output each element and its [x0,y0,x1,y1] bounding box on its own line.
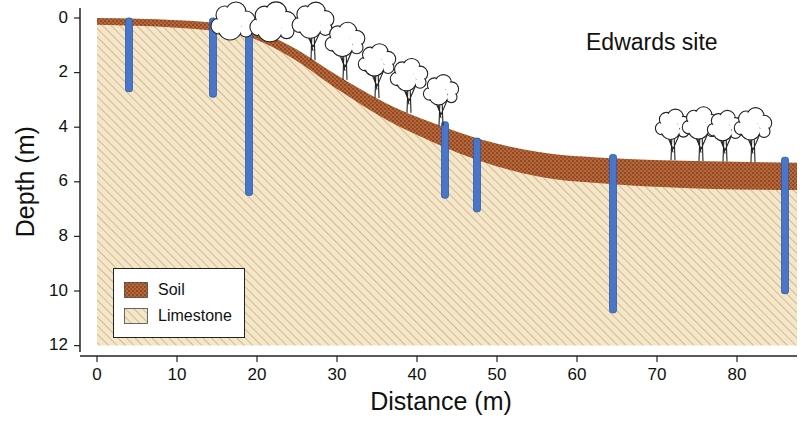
axis-title: Depth (m) [12,126,40,237]
tick-label: 80 [728,366,747,385]
limestone-layer [97,18,797,346]
tick-label: 6 [59,172,68,191]
legend-swatch [124,282,148,298]
tick-label: 20 [248,366,267,385]
borehole [782,157,789,293]
tick-label: 0 [92,366,101,385]
tree [423,75,458,126]
borehole [126,18,133,92]
axis-title: Distance (m) [370,388,512,416]
borehole [442,122,449,198]
tick-label: 8 [59,227,68,246]
trees [211,2,772,162]
tick-label: 10 [168,366,187,385]
tree [358,44,395,98]
tick-label: 12 [49,336,68,355]
legend-entry: Limestone [124,303,232,329]
tick-label: 10 [49,282,68,301]
legend-swatch [124,308,148,324]
site-title: Edwards site [586,30,718,55]
legend-box: SoilLimestone [113,268,245,338]
tree [211,2,255,40]
tree [325,22,365,80]
tree [707,110,742,161]
tick-label: 70 [648,366,667,385]
tick-label: 0 [59,9,68,28]
ground-section [97,18,797,346]
tree [292,2,334,60]
tree [250,2,296,42]
borehole [610,155,617,313]
tick-label: 30 [328,366,347,385]
tree [655,109,690,160]
tick-label: 2 [59,63,68,82]
tick-label: 50 [488,366,507,385]
tick-label: 4 [59,118,68,137]
tree [734,108,771,162]
legend-label: Limestone [158,307,232,325]
borehole [474,138,481,212]
axes [74,8,797,362]
legend-entry: Soil [124,277,232,303]
borehole [246,23,253,195]
tree [390,58,427,112]
tick-label: 40 [408,366,427,385]
legend-label: Soil [158,281,185,299]
tick-label: 60 [568,366,587,385]
